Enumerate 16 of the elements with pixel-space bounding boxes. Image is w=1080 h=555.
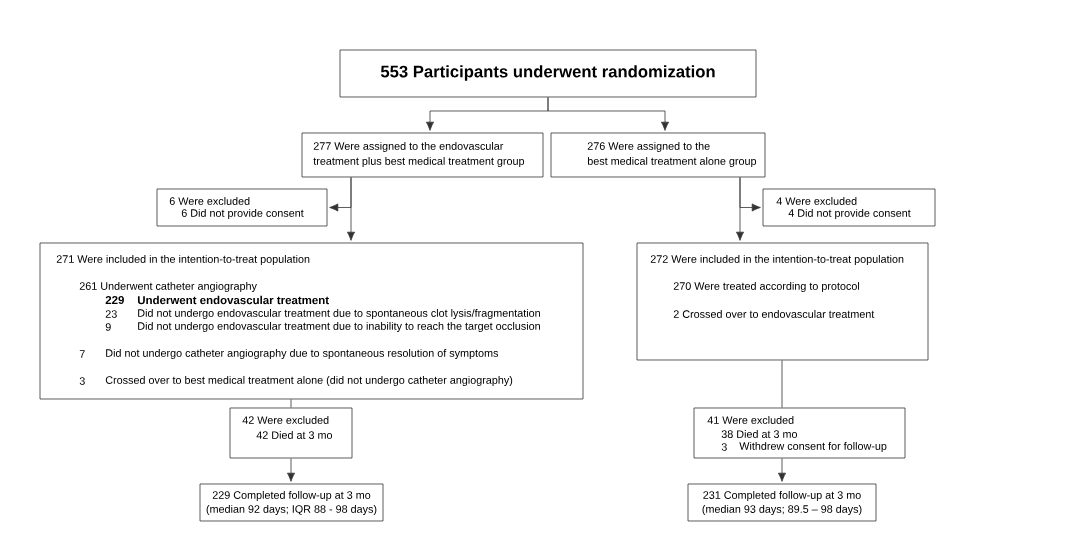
arrow: [347, 177, 355, 241]
arrow: [736, 177, 744, 241]
flow-box: 271 Were included in the intention-to-treat population 261 Underwent catheter angiography 229 Underwent endovascular treatment 23 Did not undergo endovascular treatment due to spontaneous clot lysis/fragmentation 9 Did not undergo endovascular treatment due to inability to reach the target occlusion 7 Did not undergo catheter angiography due to spontaneous resolution of symptoms 3 Crossed over to best medical treatment alone (did not undergo catheter angiography): [39, 242, 584, 400]
flow-box: 42 Were excluded 42 Died at 3 mo: [229, 407, 353, 459]
arrow: [287, 458, 295, 482]
flow-box: 229 Completed follow-up at 3 mo (median 92 days; IQR 88 - 98 days): [199, 483, 384, 522]
flow-box: 4 Were excluded 4 Did not provide consent: [762, 188, 936, 227]
flow-box: 6 Were excluded 6 Did not provide consent: [156, 188, 328, 227]
flow-box: 276 Were assigned to the best medical treatment alone group: [550, 132, 766, 178]
flow-box: 272 Were included in the intention-to-treat population 270 Were treated according to protocol 2 Crossed over to endovascular treatment: [636, 242, 929, 361]
flow-box: 41 Were excluded 38 Died at 3 mo 3 Withdrew consent for follow-up: [693, 407, 906, 459]
flow-box: 277 Were assigned to the endovascular treatment plus best medical treatment group: [301, 132, 544, 178]
arrow: [547, 97, 669, 131]
flow-box: 231 Completed follow-up at 3 mo (median 93 days; 89.5 – 98 days): [687, 483, 877, 522]
flow-box: 553 Participants underwent randomization: [339, 49, 757, 98]
arrow: [778, 458, 786, 482]
